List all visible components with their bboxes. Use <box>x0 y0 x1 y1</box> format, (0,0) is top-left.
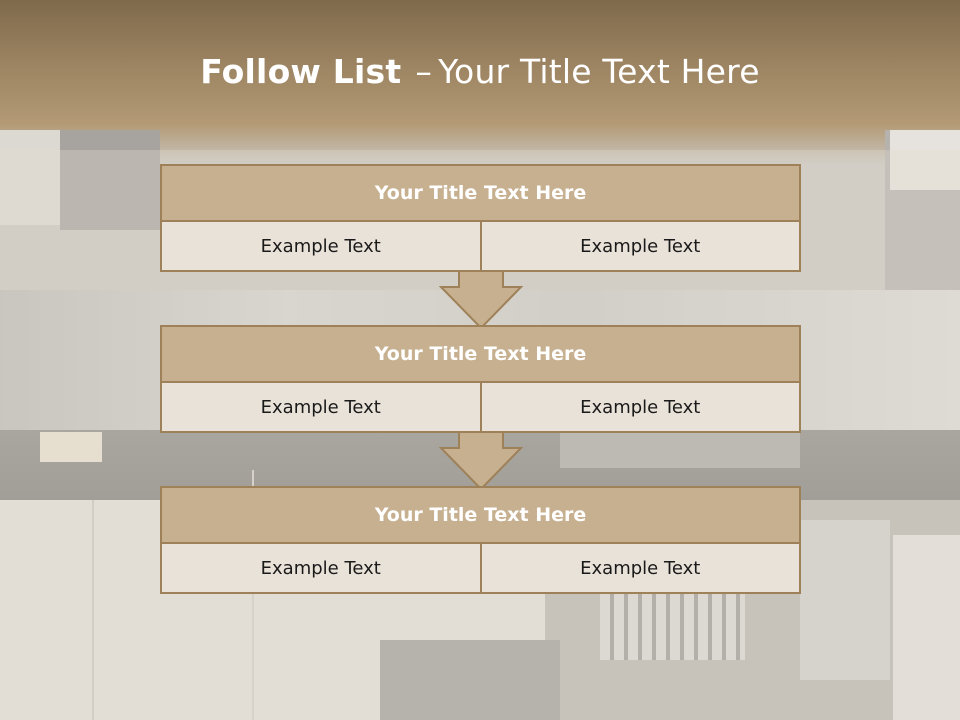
step-row: Example Text Example Text <box>162 383 799 431</box>
slide-title-separator: – <box>415 52 433 91</box>
step-panel-3: Your Title Text Here Example Text Exampl… <box>160 486 801 594</box>
slide-title-rest: Your Title Text Here <box>438 52 760 91</box>
bg-oven <box>800 520 890 680</box>
bg-floor <box>380 640 560 720</box>
step-cell-left[interactable]: Example Text <box>260 396 381 418</box>
slide-title: Follow List–Your Title Text Here <box>0 52 960 91</box>
step-title[interactable]: Your Title Text Here <box>162 488 799 544</box>
bg-cabinet-divider <box>92 500 94 720</box>
step-title[interactable]: Your Title Text Here <box>162 166 799 222</box>
bg-cabinet-top <box>60 130 160 230</box>
step-cell-right[interactable]: Example Text <box>479 383 800 431</box>
step-cell-right[interactable]: Example Text <box>479 222 800 270</box>
bg-cabinet-left <box>0 130 70 225</box>
step-cell-left[interactable]: Example Text <box>260 557 381 579</box>
step-cell-left[interactable]: Example Text <box>260 235 381 257</box>
bg-stove <box>560 428 800 468</box>
step-title[interactable]: Your Title Text Here <box>162 327 799 383</box>
bg-towel <box>600 590 745 660</box>
down-arrow-icon <box>439 431 523 491</box>
step-panel-2: Your Title Text Here Example Text Exampl… <box>160 325 801 433</box>
down-arrow-icon <box>439 270 523 330</box>
slide-title-bold: Follow List <box>200 52 402 91</box>
step-panel-1: Your Title Text Here Example Text Exampl… <box>160 164 801 272</box>
bg-cutting-board <box>40 432 102 462</box>
step-row: Example Text Example Text <box>162 222 799 270</box>
step-row: Example Text Example Text <box>162 544 799 592</box>
bg-cabinet-right-top <box>890 130 960 190</box>
bg-cabinet-divider <box>252 470 254 720</box>
header-band <box>0 0 960 165</box>
bg-cabinet-far-right <box>893 535 960 720</box>
step-cell-right[interactable]: Example Text <box>479 544 800 592</box>
